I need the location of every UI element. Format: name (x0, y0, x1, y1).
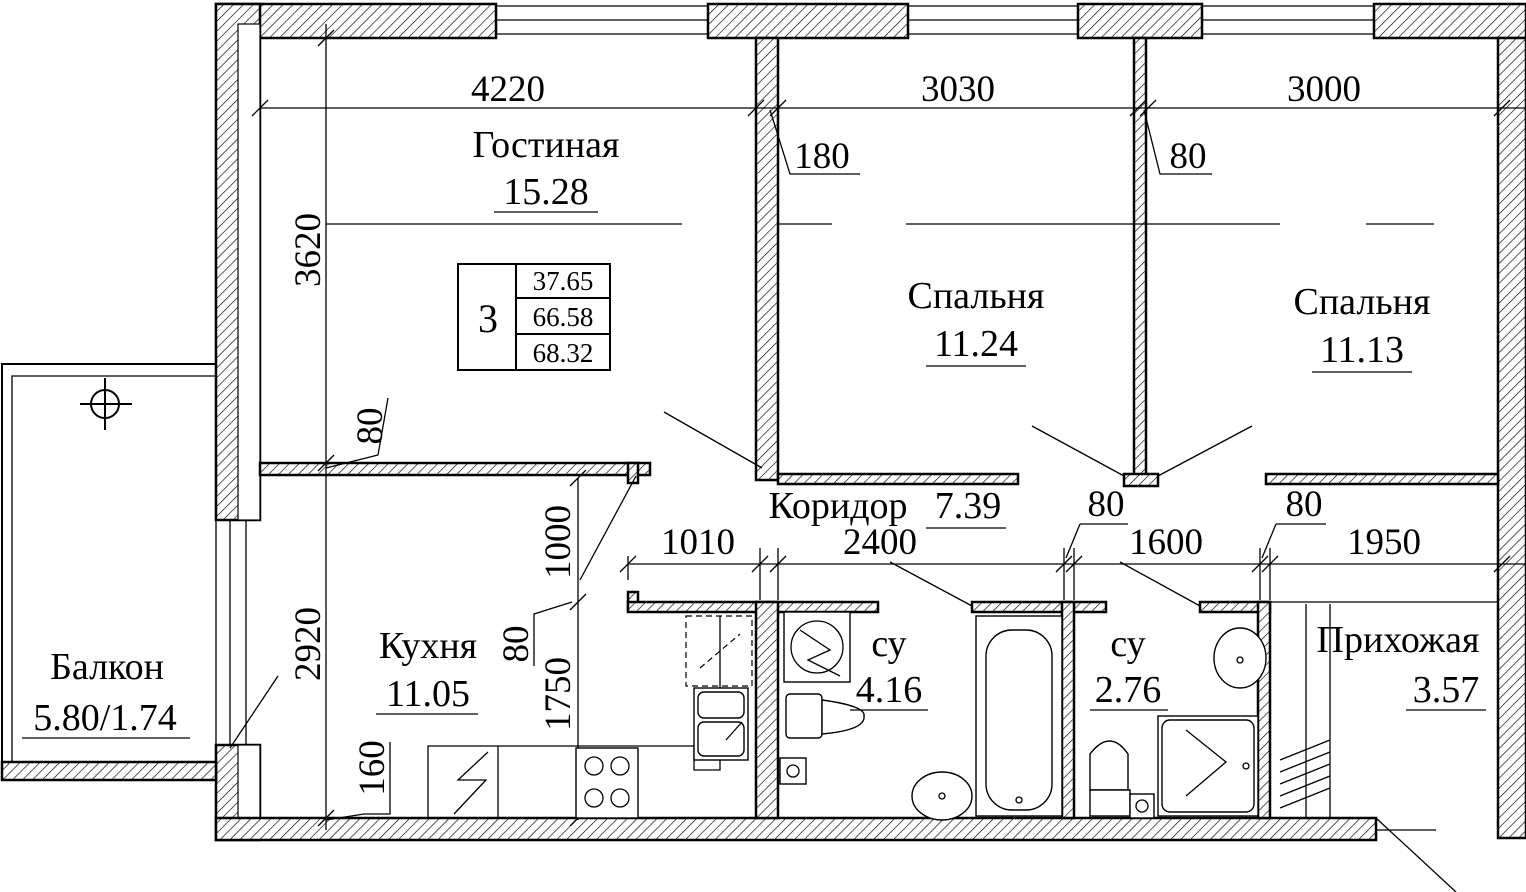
wall-kitchen-corridor (626, 600, 880, 614)
toilet-2 (1089, 740, 1129, 791)
dim-kitchen-1750: 1750 (538, 657, 579, 731)
dim-corr-2400: 2400 (843, 522, 917, 563)
riser-1 (779, 757, 807, 785)
living-name: Гостиная (472, 124, 619, 166)
total-area: 66.58 (533, 302, 594, 332)
fridge (685, 615, 753, 687)
bed2-area-label: 11.13 (1320, 329, 1404, 371)
dim-corr-1600: 1600 (1129, 522, 1203, 563)
dim-top-bed1: 3030 (921, 69, 995, 110)
living-area: 37.65 (533, 266, 594, 296)
bath2-name: су (1110, 623, 1145, 665)
corridor-name: Коридор (768, 485, 907, 527)
total-with-balcony: 68.32 (533, 338, 594, 368)
bath1-sink (911, 771, 973, 821)
hall-name: Прихожая (1317, 619, 1480, 661)
bed1-area-label: 11.24 (934, 323, 1018, 365)
wall-living-kitchen (258, 461, 652, 477)
dim-kitchen-1010: 1010 (661, 522, 735, 563)
dim-wall-180: 180 (794, 136, 850, 177)
bath2-area-label: 2.76 (1095, 669, 1162, 711)
hall-hatching (1279, 739, 1331, 809)
wall-bath2-hall (1256, 600, 1272, 820)
dim-wall-80-b: 80 (350, 408, 391, 445)
rooms-count: 3 (478, 296, 498, 341)
riser-2 (1129, 793, 1155, 819)
dim-top-living: 4220 (471, 69, 545, 110)
wall-bed1-bottom (776, 472, 1020, 486)
balcony-window (215, 520, 247, 745)
washing-machine (783, 611, 851, 683)
dim-corr-80-b: 80 (1286, 484, 1323, 525)
area-summary-table: 3 37.65 66.58 68.32 (457, 263, 611, 371)
dim-kitchen-2920: 2920 (288, 607, 329, 681)
balcony-area-label: 5.80/1.74 (33, 697, 177, 739)
kitchen-name: Кухня (379, 625, 477, 667)
balcony-name: Балкон (50, 646, 164, 688)
bed1-name: Спальня (908, 275, 1045, 317)
wall-kitchen-bath1 (754, 600, 780, 820)
bath2-fixtures (1089, 627, 1267, 819)
top-wall-2 (706, 2, 910, 40)
right-wall (1496, 36, 1526, 840)
wall-bed1-bed2 (1132, 36, 1148, 478)
dim-top-bed2: 3000 (1287, 69, 1361, 110)
bath1-name: су (871, 623, 906, 665)
stove (575, 747, 639, 819)
wall-bath1-top (970, 600, 1108, 614)
kitchen-fixtures (427, 615, 753, 819)
dim-corr-1950: 1950 (1347, 522, 1421, 563)
bath1-fixtures (779, 611, 1063, 821)
bed2-name: Спальня (1294, 281, 1431, 323)
living-area-label: 15.28 (503, 171, 589, 213)
dim-kitchen-1000: 1000 (538, 505, 579, 579)
dim-wall-80-a: 80 (1170, 136, 1207, 177)
crosshair-icon (80, 378, 132, 430)
top-windows (496, 5, 1374, 35)
bottom-wall (214, 816, 1378, 842)
balcony (0, 363, 218, 782)
dim-kitchen-80: 80 (496, 626, 537, 663)
dim-kitchen-160: 160 (352, 740, 393, 796)
bath1-area-label: 4.16 (856, 669, 923, 711)
bath2-sink (1213, 627, 1267, 689)
wall-living-bed1 (754, 36, 780, 482)
dim-living-height: 3620 (288, 213, 329, 287)
wall-bed2-bottom (1264, 472, 1500, 486)
hall-area-label: 3.57 (1413, 669, 1480, 711)
dim-corr-80-a: 80 (1088, 484, 1125, 525)
wall-stub (1122, 472, 1160, 488)
corridor-area-label: 7.39 (935, 485, 1002, 527)
top-wall-4 (1372, 2, 1526, 40)
dimension-labels: 4220 3030 3000 180 80 80 80 1010 2400 16… (288, 69, 1421, 796)
walls (214, 2, 1526, 842)
dimension-lines (229, 24, 1526, 892)
wall-bath1-bath2 (1060, 600, 1076, 820)
toilet-1 (785, 693, 823, 739)
top-wall-3 (1076, 2, 1204, 40)
room-labels: Гостиная 15.28 Спальня 11.24 Спальня 11.… (22, 124, 1486, 739)
kitchen-area-label: 11.05 (386, 673, 470, 715)
